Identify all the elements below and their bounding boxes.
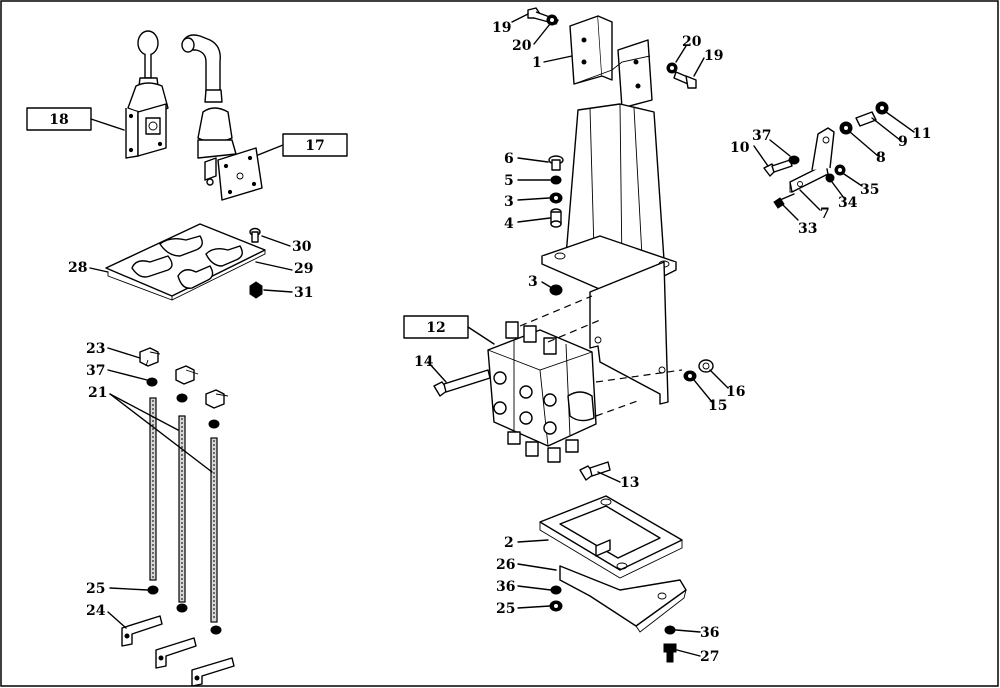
callout-25-center: 25 (496, 601, 515, 617)
callout-9: 9 (898, 134, 908, 150)
callout-box-17: 17 (257, 133, 348, 157)
callout-33: 33 (798, 221, 817, 237)
bolt-13 (579, 461, 611, 481)
washer-34 (825, 173, 835, 183)
callout-8: 8 (876, 150, 886, 166)
alignment-line-4 (595, 399, 641, 417)
joystick-17 (181, 34, 263, 201)
screw-33 (773, 193, 795, 209)
joystick-18 (125, 30, 169, 159)
callout-31: 31 (294, 285, 313, 301)
washer-36-left (550, 585, 562, 595)
nut-31 (249, 281, 263, 299)
callout-15: 15 (708, 398, 727, 414)
spacer-4 (550, 208, 562, 228)
callout-3-lower: 3 (528, 274, 538, 290)
callout-2: 2 (504, 535, 514, 551)
alignment-line-2 (547, 319, 601, 343)
screw-30 (249, 227, 261, 243)
box-label-18: 18 (49, 112, 68, 128)
box-label-17: 17 (305, 138, 324, 154)
elbow-fittings-23 (139, 347, 229, 409)
tray-26 (559, 565, 687, 633)
bolt-6 (548, 155, 564, 171)
callout-36-right: 36 (700, 625, 719, 641)
clevis-brackets-24 (121, 615, 235, 687)
callout-3-upper: 3 (504, 194, 514, 210)
callout-numbers: 19 20 1 20 19 37 10 8 9 11 35 34 7 33 6 … (68, 20, 931, 665)
nut-35 (834, 164, 846, 176)
base-frame-2 (539, 495, 683, 579)
nuts-25-left (147, 585, 222, 635)
callout-20-top: 20 (512, 38, 532, 54)
callout-35: 35 (860, 182, 879, 198)
bracket-7 (789, 127, 835, 193)
nut-25-center (549, 600, 563, 612)
console-tower-1 (541, 15, 677, 405)
nut-11 (875, 101, 889, 115)
callout-37-right: 37 (752, 128, 771, 144)
callout-29: 29 (294, 261, 313, 277)
callout-30: 30 (292, 239, 312, 255)
callout-19-right: 19 (704, 48, 723, 64)
rods-21 (149, 397, 218, 623)
callout-10: 10 (730, 140, 750, 156)
bolt-27 (663, 643, 677, 663)
callout-13: 13 (620, 475, 639, 491)
nut-8 (839, 121, 853, 135)
callout-11: 11 (912, 126, 931, 142)
bolt-10 (763, 159, 793, 177)
bolt-14 (433, 369, 491, 397)
callout-16: 16 (726, 384, 745, 400)
callout-27: 27 (700, 649, 719, 665)
callout-28: 28 (68, 260, 87, 276)
mounting-plate-28 (105, 223, 266, 301)
callout-23: 23 (86, 341, 105, 357)
nut-3-lower (549, 284, 563, 296)
washers-37 (146, 377, 220, 429)
callout-21: 21 (88, 385, 107, 401)
callout-25-left: 25 (86, 581, 105, 597)
callout-1: 1 (532, 55, 542, 71)
callout-37-left: 37 (86, 363, 105, 379)
callout-24: 24 (86, 603, 106, 619)
callout-19-top: 19 (492, 20, 511, 36)
spacer-9 (855, 111, 877, 127)
nut-16 (698, 359, 714, 373)
washer-20-top-left (546, 14, 558, 26)
callout-14: 14 (414, 354, 434, 370)
control-valve-12 (487, 321, 597, 463)
callout-7: 7 (820, 206, 830, 222)
callout-36-left: 36 (496, 579, 515, 595)
nut-3-upper (549, 192, 563, 204)
washer-37-right (788, 155, 800, 165)
bolt-19-right (673, 71, 697, 89)
callout-20-right: 20 (682, 34, 702, 50)
alignment-line-1 (519, 295, 593, 327)
callout-34: 34 (838, 195, 858, 211)
callout-box-18: 18 (26, 107, 125, 131)
leader-lines (89, 13, 915, 657)
callout-box-12: 12 (403, 315, 495, 345)
spring-washer-5 (550, 175, 562, 185)
washer-15 (683, 370, 697, 382)
box-label-12: 12 (426, 320, 445, 336)
washer-36-right (664, 625, 676, 635)
alignment-line-3 (595, 369, 683, 383)
callout-5: 5 (504, 173, 514, 189)
callout-26: 26 (496, 557, 515, 573)
washer-20-right (666, 62, 678, 74)
callout-4: 4 (504, 216, 514, 232)
callout-6: 6 (504, 151, 514, 167)
